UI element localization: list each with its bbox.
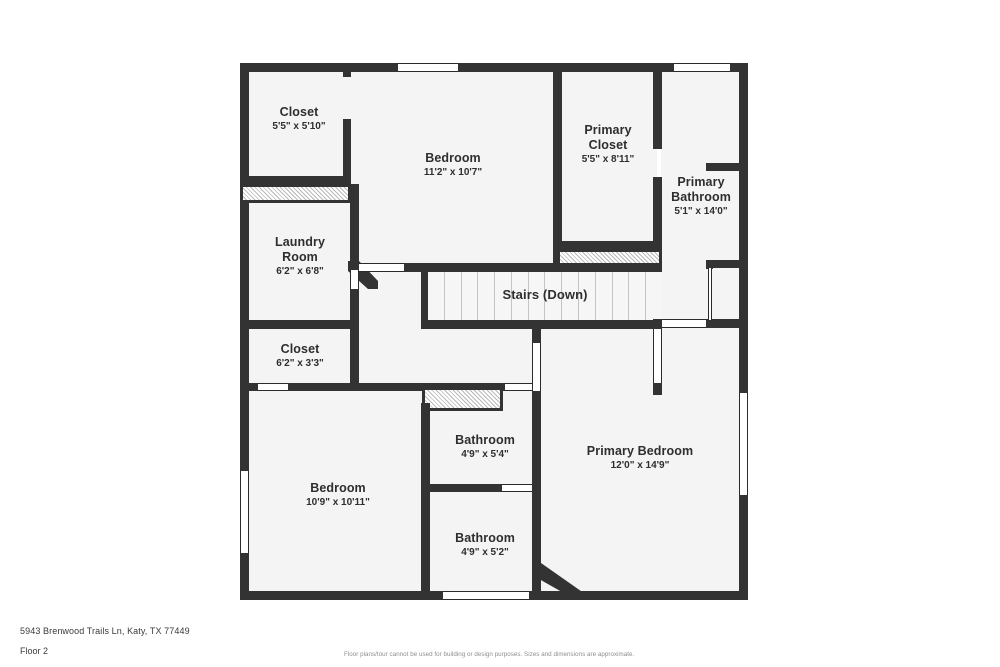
stair-tread [613,272,630,320]
wall-laundry-right [350,184,359,270]
stair-tread [529,272,546,320]
floor-plan-drawing: Closet 5'5" x 5'10" Bedroom 11'2" x 10'7… [240,63,748,606]
wall-closet-mid-bottom-left [240,383,258,391]
stair-tread [545,272,563,320]
wall-closet-top-bottom [240,176,351,184]
wall-primary-bathroom-niche-left [706,260,713,269]
door-hall-primary-opening [532,343,541,391]
door-bathroom-upper-opening [505,383,540,391]
wall-hall-bottom [359,383,419,391]
wall-bathrooms-right-lower [532,487,541,591]
partition-hatch-bathroom-upper [422,387,503,411]
wall-primary-bedroom-left-upper [653,319,662,329]
stair-tread [462,272,479,320]
wall-bathrooms-right-upper [532,391,541,487]
wall-stairs-left [421,263,428,329]
wall-stairs-bottom [421,320,662,329]
room-fill-closet-top [248,71,350,181]
wall-primary-closet-right-upper [653,71,662,149]
door-laundry-opening [350,270,359,289]
wall-laundry-bottom [240,320,359,329]
stairs-treads [428,272,662,320]
room-fill-laundry-room [248,201,358,327]
wall-laundry-angled-jog [348,261,378,289]
stair-tread [445,272,462,320]
window-top-right [674,63,730,72]
exterior-wall-right [739,63,748,600]
wall-bathrooms-left [421,403,430,600]
partition-hatch-closet-laundry [240,184,351,203]
stair-tread [495,272,512,320]
wall-primary-bathroom-bottom [706,319,748,328]
wall-primary-bedroom-left-lower [653,383,662,395]
wall-primary-bathroom-stub-upper [706,163,746,171]
wall-primary-closet-bottom [553,241,662,249]
window-bottom [443,591,529,600]
door-stairs-landing-opening [359,263,404,272]
door-bathroom-lower-opening [502,484,540,492]
door-closet-mid-opening [258,383,288,391]
wall-landing-nub [404,263,421,272]
door-primary-bathroom-opening [662,319,706,328]
stair-tread [579,272,596,320]
room-fill-bedroom-top [350,71,555,271]
room-fill-bedroom-bottom [248,391,428,591]
room-fill-hall-lower [350,329,540,391]
room-fill-bathroom-lower [428,491,540,591]
wall-hall-right-upper [532,329,541,343]
room-fill-primary-bathroom [661,71,740,327]
room-fill-primary-bedroom [540,327,740,591]
wall-between-bathrooms [430,484,502,492]
room-fill-primary-closet [561,71,657,241]
room-fill-closet-mid [248,329,358,387]
stair-tread [562,272,580,320]
stair-tread [629,272,647,320]
wall-stairs-top [421,263,662,272]
wall-closet-mid-right [350,329,359,387]
wall-primary-closet-right-lower [653,177,662,243]
wall-stairs-post-bottom [532,320,541,332]
stair-tread [646,272,662,320]
stair-tread [596,272,613,320]
window-primary-bathroom-niche [708,268,712,320]
wall-primary-bathroom-stub-lower [706,260,746,268]
window-top-left [398,63,458,72]
stair-tread [478,272,496,320]
wall-laundry-right-lower [350,289,359,327]
wall-closet-top-right-upper [343,71,351,77]
wall-closet-top-right-lower [343,119,351,193]
exterior-wall-top [240,63,748,72]
stair-tread [512,272,529,320]
door-primary-bedroom-side-opening [653,329,662,383]
property-address: 5943 Brenwood Trails Ln, Katy, TX 77449 [20,626,190,636]
window-right-side [739,393,748,495]
wall-bedroom-top-right [553,63,562,271]
window-left-side [240,471,249,553]
wall-primary-bedroom-angled-corner [532,563,588,600]
wall-closet-mid-bottom-right [288,383,359,391]
floor-label: Floor 2 [20,646,49,656]
disclaimer-text: Floor plans/tour cannot be used for buil… [344,651,635,658]
exterior-wall-left [240,63,249,600]
stair-tread [428,272,445,320]
